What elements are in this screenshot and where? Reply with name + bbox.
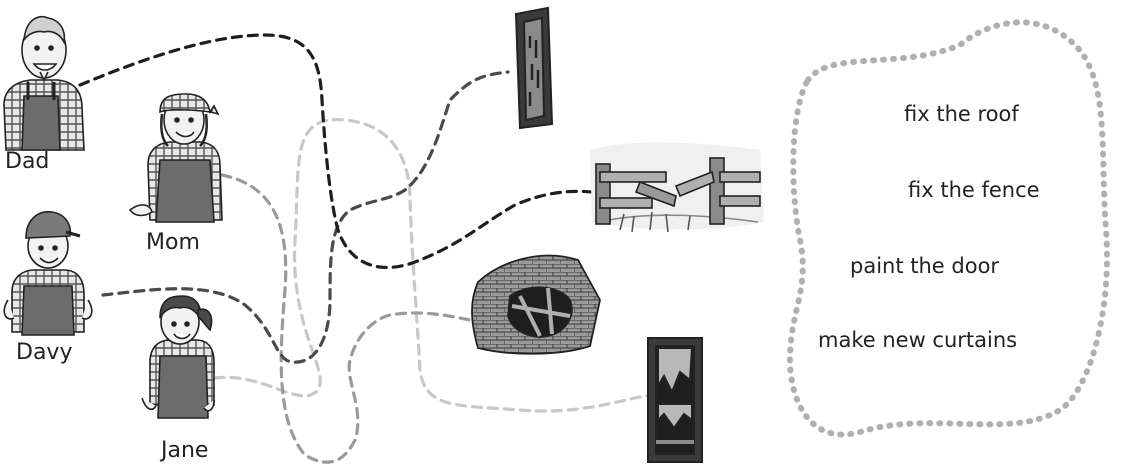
person-label-jane: Jane [161, 440, 208, 462]
broken-fence-icon [590, 142, 764, 232]
jane-figure [142, 296, 214, 418]
dad-figure [4, 17, 84, 150]
person-label-dad: Dad [5, 151, 49, 173]
davy-figure [4, 212, 92, 335]
task-label-roof: fix the roof [904, 104, 1019, 125]
task-label-curtains: make new curtains [818, 330, 1017, 351]
person-label-davy: Davy [16, 342, 72, 364]
torn-curtain-window-icon [648, 338, 702, 462]
damaged-roof-icon [472, 256, 600, 354]
door-icon [516, 8, 552, 128]
mom-figure [130, 94, 222, 222]
person-label-mom: Mom [146, 232, 200, 254]
task-frame [790, 22, 1107, 434]
task-label-fence: fix the fence [908, 180, 1040, 201]
task-label-door: paint the door [850, 256, 999, 277]
